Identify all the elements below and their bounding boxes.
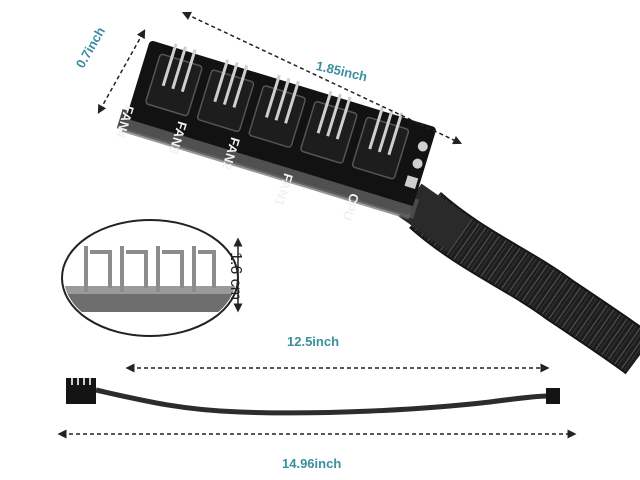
cable-short-dimension-label: 12.5inch bbox=[287, 334, 340, 349]
width-dimension-arrow bbox=[181, 11, 463, 145]
full-length-cable bbox=[66, 378, 560, 416]
cable-long-dimension-label: 14.96inch bbox=[282, 456, 342, 471]
height-dimension-label: 1.6 cm bbox=[227, 252, 244, 301]
depth-dimension-arrow bbox=[97, 29, 146, 114]
braided-cable bbox=[398, 183, 640, 375]
magnified-header-detail bbox=[61, 219, 243, 337]
